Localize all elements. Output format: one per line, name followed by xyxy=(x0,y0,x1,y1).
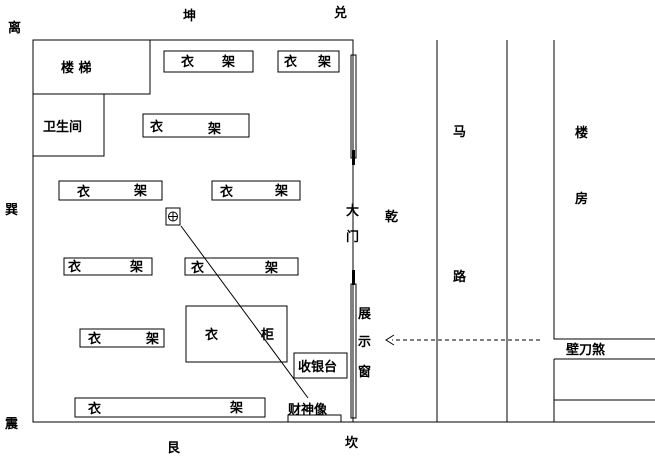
display-label-1: 展 xyxy=(358,307,372,322)
rack-1 xyxy=(163,50,254,73)
wardrobe-label-b: 柜 xyxy=(260,327,274,343)
rack-6-label-a: 衣 xyxy=(68,259,81,275)
dir-gen: 艮 xyxy=(167,441,181,456)
store-outline xyxy=(32,39,354,423)
arrow-head-icon xyxy=(385,334,395,346)
rack-2-label-b: 架 xyxy=(317,54,331,70)
dir-dui: 兑 xyxy=(334,5,347,21)
wardrobe xyxy=(185,305,288,363)
display-label-3: 窗 xyxy=(358,364,371,380)
rack-5-label-a: 衣 xyxy=(220,184,233,200)
rack-1-label-b: 架 xyxy=(221,54,235,70)
wall-blade-label: 壁刀煞 xyxy=(566,342,606,358)
dir-zhen: 震 xyxy=(4,417,19,432)
rack-1-label-a: 衣 xyxy=(181,54,194,70)
building-corner xyxy=(553,399,655,422)
rack-3-label-a: 衣 xyxy=(150,119,163,135)
rack-8-label-a: 衣 xyxy=(88,331,101,347)
cashier-label: 收银台 xyxy=(298,359,337,375)
rack-5 xyxy=(211,180,301,201)
rack-9-label-b: 架 xyxy=(229,400,243,416)
rack-4-label-b: 架 xyxy=(133,183,147,199)
sight-line xyxy=(180,225,309,399)
dir-xun: 巽 xyxy=(5,203,18,218)
rack-6 xyxy=(63,257,153,276)
stairs-label: 楼 梯 xyxy=(61,60,92,76)
door-label-2: 门 xyxy=(346,229,359,245)
rack-9 xyxy=(74,397,266,418)
rack-2 xyxy=(277,50,340,73)
compass-box xyxy=(165,207,181,226)
rack-4-label-a: 衣 xyxy=(77,184,90,200)
dir-qian: 乾 xyxy=(385,209,398,225)
rack-7-label-b: 架 xyxy=(264,260,278,276)
dir-kan: 坎 xyxy=(345,435,358,451)
road-label-2: 路 xyxy=(453,269,467,285)
rack-7 xyxy=(184,257,299,276)
rack-3 xyxy=(142,113,250,138)
bathroom-label: 卫生间 xyxy=(43,119,82,135)
cashier-desk xyxy=(293,352,348,379)
rack-5-label-b: 架 xyxy=(274,183,288,199)
rack-9-label-a: 衣 xyxy=(88,401,101,417)
road-label-1: 马 xyxy=(453,125,466,140)
wardrobe-label-a: 衣 xyxy=(205,327,218,343)
dir-kun: 坤 xyxy=(183,8,196,24)
rack-6-label-b: 架 xyxy=(129,259,143,275)
wealth-god-shelf xyxy=(287,414,342,423)
rack-2-label-a: 衣 xyxy=(284,54,297,70)
wealth-god-label: 财神像 xyxy=(288,402,328,418)
door-label-1: 大 xyxy=(346,203,359,219)
building-block xyxy=(553,40,655,340)
rack-3-label-b: 架 xyxy=(207,121,221,137)
building-label-1: 楼 xyxy=(575,125,588,141)
rack-8 xyxy=(79,328,165,348)
bathroom-room xyxy=(32,93,105,157)
rack-4 xyxy=(58,180,163,201)
rack-8-label-b: 架 xyxy=(145,331,159,347)
rack-7-label-a: 衣 xyxy=(191,260,204,276)
building-label-2: 房 xyxy=(575,191,588,207)
display-label-2: 示 xyxy=(358,335,371,350)
dir-li: 离 xyxy=(8,20,21,36)
